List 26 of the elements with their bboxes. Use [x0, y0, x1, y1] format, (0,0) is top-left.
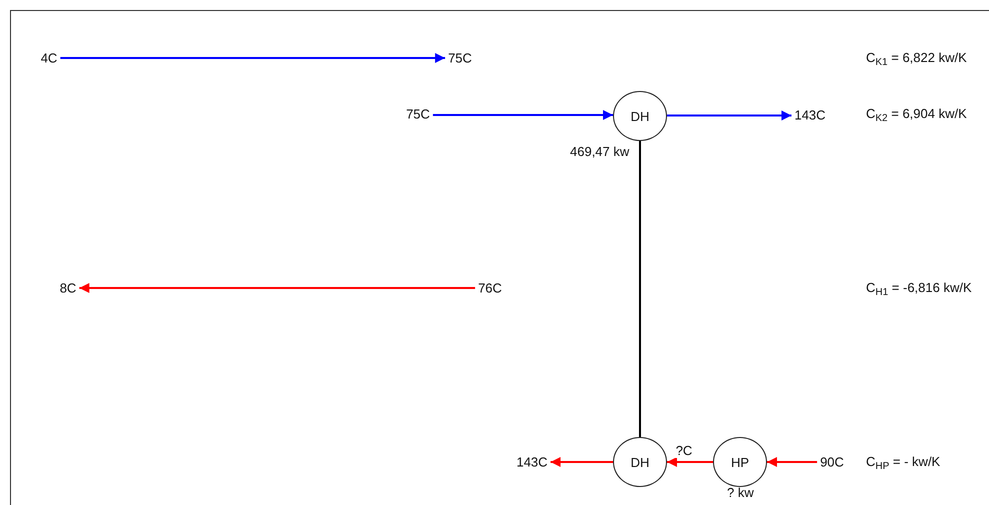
- temperature-label: 4C: [38, 50, 60, 66]
- heat-capacity-label: C$_{K2}$ = 6,904 kw/K: [866, 106, 967, 121]
- temperature-label: 143C: [791, 108, 829, 122]
- heat-capacity-label: C$_{K1}$ = 6,822 kw/K: [866, 50, 967, 65]
- temperature-label: 90C: [817, 454, 847, 470]
- arrow: [60, 53, 446, 63]
- temperature-label: 76C: [475, 280, 505, 296]
- temperature-label: 75C: [403, 106, 433, 122]
- heat-capacity-label: C$_{H1}$ = -6,816 kw/K: [866, 280, 972, 295]
- arrow: [667, 457, 713, 467]
- heat-exchanger-circle: HP: [713, 437, 767, 487]
- arrow: [432, 110, 613, 120]
- heat-exchanger-circle: DH: [613, 91, 667, 141]
- edge-label: ?C: [674, 443, 694, 458]
- node-annotation: 469,47 kw: [570, 144, 630, 159]
- temperature-label: 143C: [513, 454, 551, 470]
- connector-line: [639, 141, 641, 437]
- temperature-label: 8C: [56, 280, 80, 296]
- arrow: [767, 457, 818, 467]
- heat-capacity-label: C$_{HP}$ = - kw/K: [866, 454, 940, 469]
- arrow: [79, 283, 476, 293]
- arrow: [667, 110, 792, 120]
- temperature-label: 75C: [445, 50, 475, 66]
- arrow: [550, 457, 613, 467]
- heat-exchanger-circle: DH: [613, 437, 667, 487]
- node-annotation: ? kw: [727, 485, 754, 500]
